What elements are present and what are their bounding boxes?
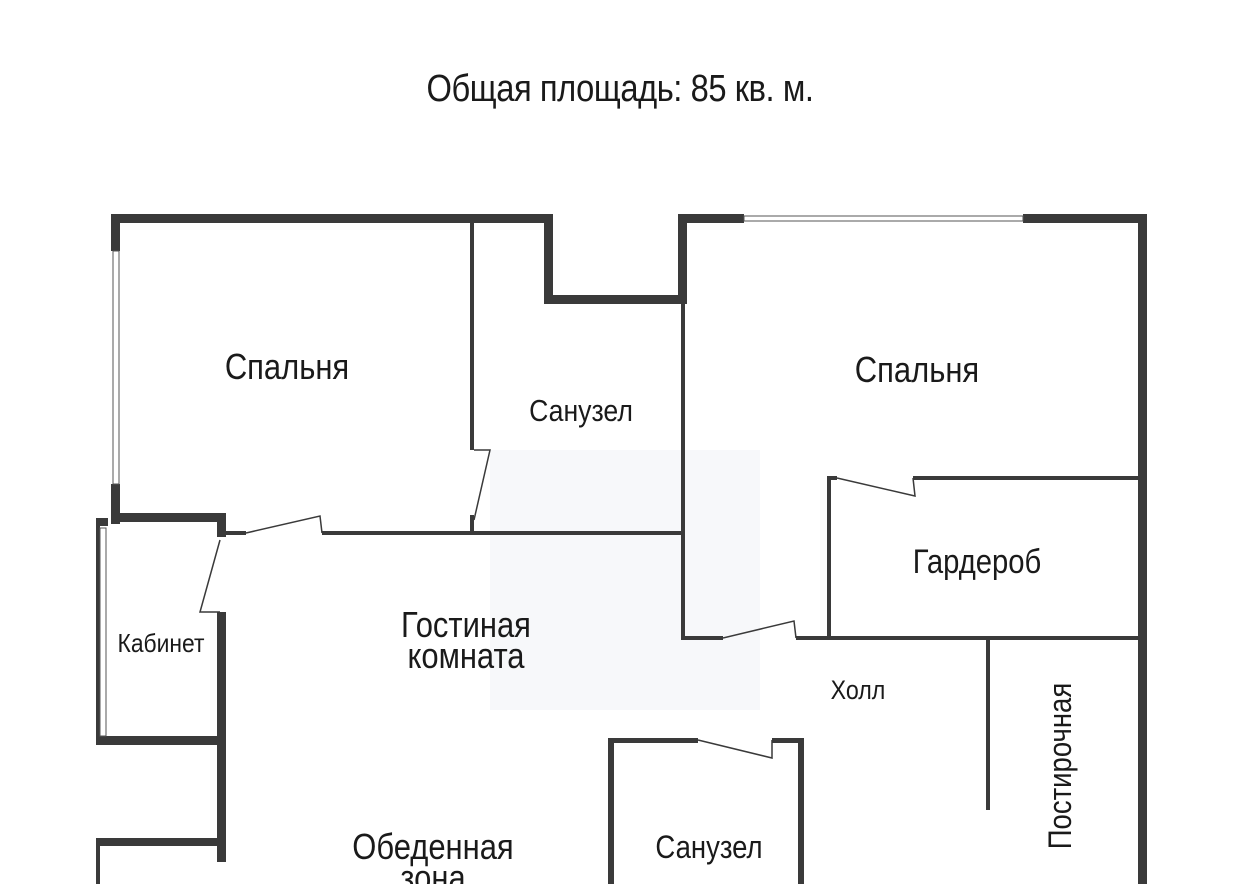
interior-walls	[96, 220, 1141, 884]
room-label-study: Кабинет	[118, 630, 205, 659]
windows	[99, 215, 1024, 737]
room-label-living-room-line2: комната	[407, 637, 524, 677]
room-label-hall: Холл	[831, 675, 886, 705]
room-label-living-room-line1: Гостиная	[401, 606, 531, 646]
room-label-dining-line1: Обеденная	[352, 828, 513, 868]
room-label-bedroom-right: Спальня	[855, 351, 979, 391]
room-label-bedroom-left: Спальня	[225, 348, 349, 388]
room-label-wardrobe: Гардероб	[913, 542, 1042, 581]
room-label-bathroom-top: Санузел	[529, 394, 633, 428]
doors	[199, 449, 989, 808]
floor-area-title: Общая площадь: 85 кв. м.	[426, 68, 814, 110]
room-label-bathroom-bottom: Санузел	[655, 830, 762, 865]
exterior-walls	[96, 214, 1147, 884]
room-label-laundry: Постирочная	[1043, 683, 1078, 849]
room-label-dining-line2: зона	[400, 859, 466, 884]
watermark-area	[490, 450, 760, 710]
